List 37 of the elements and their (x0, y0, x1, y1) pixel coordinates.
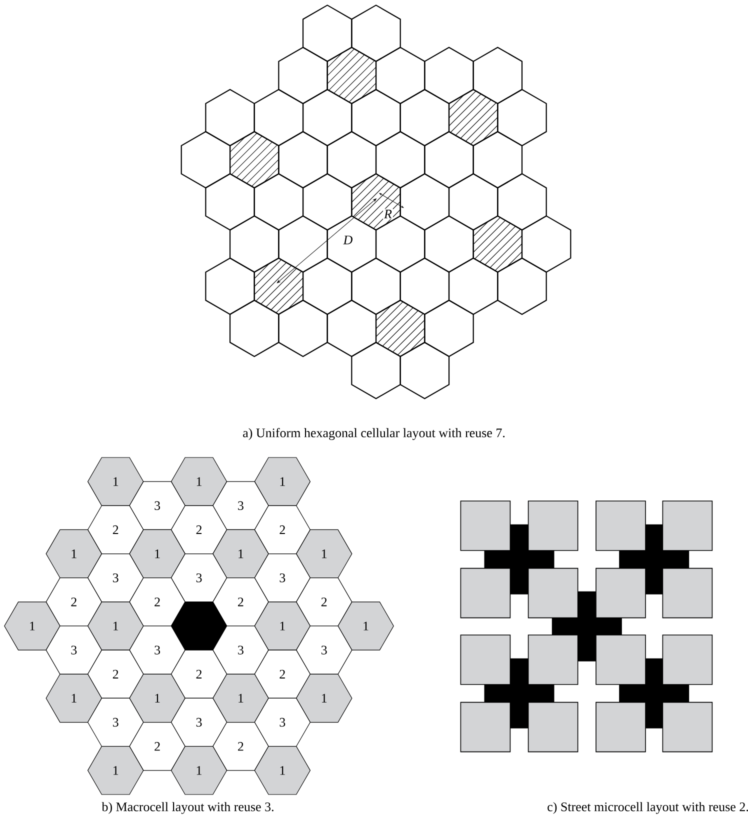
cell-hexagon: 2 (170, 650, 228, 699)
dimension-label: R (383, 208, 393, 220)
cell-hexagon: 1 (212, 674, 269, 723)
caption: c) Street microcell layout with reuse 2. (546, 801, 748, 815)
cell-hexagon: 1 (296, 674, 352, 723)
cell-hexagon: 1 (338, 602, 394, 650)
cell-hexagon: 3 (170, 554, 228, 602)
cell-hexagon: 1 (4, 602, 60, 650)
cell-hexagon: 3 (212, 481, 269, 530)
cell-hexagon: 2 (129, 578, 186, 626)
cell-hexagon: 3 (129, 481, 186, 530)
cell-hexagon: 3 (129, 626, 186, 674)
cell-hexagon (170, 602, 228, 650)
cell-hexagon: 2 (87, 650, 144, 699)
dimension-label: D (342, 234, 354, 246)
caption: b) Macrocell layout with reuse 3. (100, 801, 276, 815)
cell-hexagon: 3 (87, 554, 144, 602)
cell-hexagon: 1 (87, 602, 144, 650)
cell-hexagon: 1 (129, 674, 186, 723)
cell-hexagon: 2 (129, 722, 186, 771)
cell-hexagon: 1 (87, 457, 144, 506)
cell-hexagon: 1 (129, 529, 186, 578)
cell-hexagon: 1 (87, 746, 144, 795)
cell-hexagon: 1 (170, 746, 228, 795)
cell-hexagon: 3 (87, 698, 144, 747)
cell-hexagon: 2 (87, 505, 144, 554)
caption: a) Uniform hexagonal cellular layout with reuse 7. (242, 427, 506, 441)
cell-hexagon: 2 (170, 505, 228, 554)
cell-hexagon: 2 (212, 722, 269, 771)
cell-hexagon: 1 (296, 529, 352, 578)
cell-hexagon: 3 (212, 626, 269, 674)
cell-hexagon: 1 (170, 457, 228, 506)
cell-hexagon: 2 (296, 578, 352, 626)
cell-hexagon: 3 (170, 698, 228, 747)
cell-hexagon: 1 (212, 529, 269, 578)
cell-hexagon: 3 (296, 626, 352, 674)
cell-hexagon: 2 (212, 578, 269, 626)
